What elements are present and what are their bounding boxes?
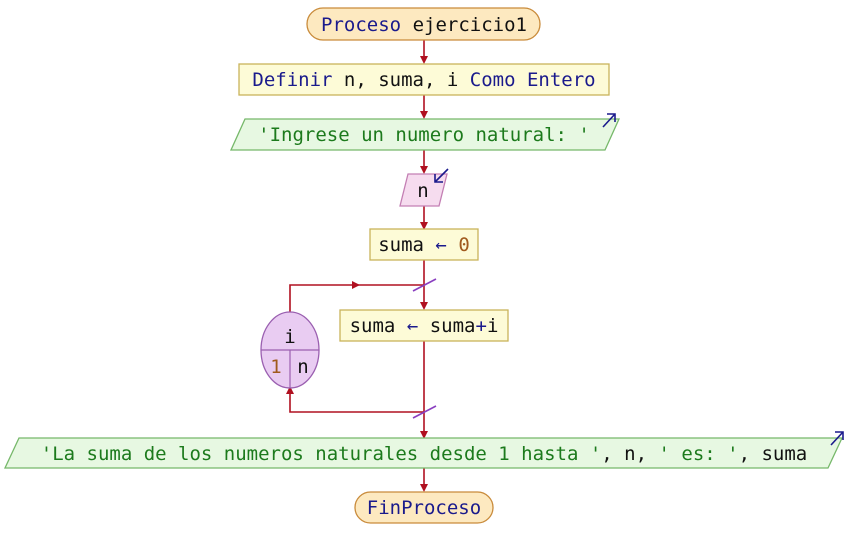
process-name: ejercicio1 bbox=[413, 14, 527, 36]
output-arrow-icon bbox=[602, 113, 616, 128]
define-as-keyword: Como bbox=[470, 69, 516, 91]
end-label: FinProceso bbox=[367, 497, 481, 519]
start-terminal[interactable]: Proceso ejercicio1 bbox=[306, 7, 541, 41]
input-var: n bbox=[417, 180, 428, 202]
flow-line-loop-entry bbox=[289, 281, 360, 313]
assign2-op: + bbox=[475, 315, 486, 337]
svg-text:suma ← suma+i: suma ← suma+i bbox=[350, 315, 499, 337]
output2-sep3: , bbox=[739, 443, 762, 465]
define-box[interactable]: Definir n, suma, i Como Entero bbox=[238, 63, 610, 96]
assign1-rhs: 0 bbox=[458, 234, 469, 256]
output2-sep1: , bbox=[601, 443, 624, 465]
output2-arrow-icon bbox=[830, 431, 844, 446]
assign1-arrow: ← bbox=[435, 234, 446, 256]
define-type: Entero bbox=[527, 69, 596, 91]
loop-node[interactable]: i 1 n bbox=[260, 311, 320, 389]
loop-tick-bottom bbox=[412, 405, 437, 419]
define-vars: n, suma, i bbox=[344, 69, 458, 91]
loop-tick-top bbox=[412, 278, 437, 292]
svg-text:Definir n, suma, i Como Entero: Definir n, suma, i Como Entero bbox=[252, 69, 595, 91]
svg-text:suma ← 0: suma ← 0 bbox=[378, 234, 470, 256]
assign2-arrow: ← bbox=[407, 315, 418, 337]
input-arrow-icon bbox=[434, 168, 449, 183]
svg-text:Proceso ejercicio1: Proceso ejercicio1 bbox=[321, 14, 527, 36]
start-keyword: Proceso bbox=[321, 14, 401, 36]
flow-lines bbox=[286, 40, 437, 492]
assign-box-accumulate[interactable]: suma ← suma+i bbox=[339, 309, 509, 342]
loop-start: 1 bbox=[270, 356, 281, 378]
output-box-prompt[interactable]: 'Ingrese un numero natural: ' bbox=[229, 113, 621, 151]
flow-line-loop-return bbox=[286, 386, 424, 413]
assign-box-init[interactable]: suma ← 0 bbox=[369, 228, 479, 261]
svg-text:'La suma de los numeros natura: 'La suma de los numeros naturales desde … bbox=[41, 443, 807, 465]
assign2-lhs: suma bbox=[350, 315, 396, 337]
input-box-n[interactable]: n bbox=[399, 168, 449, 207]
end-terminal[interactable]: FinProceso bbox=[354, 491, 494, 524]
output2-str2: ' es: ' bbox=[659, 443, 739, 465]
output-box-result[interactable]: 'La suma de los numeros naturales desde … bbox=[3, 431, 844, 469]
loop-var: i bbox=[284, 326, 295, 348]
output-prompt-text: 'Ingrese un numero natural: ' bbox=[258, 124, 590, 146]
assign2-rhs-b: i bbox=[487, 315, 498, 337]
output2-sep2: , bbox=[636, 443, 659, 465]
output2-var2: suma bbox=[761, 443, 807, 465]
output2-var1: n bbox=[624, 443, 635, 465]
assign2-rhs-a: suma bbox=[430, 315, 476, 337]
define-keyword: Definir bbox=[252, 69, 332, 91]
loop-end: n bbox=[297, 356, 308, 378]
output2-str1: 'La suma de los numeros naturales desde … bbox=[41, 443, 602, 465]
assign1-lhs: suma bbox=[378, 234, 424, 256]
